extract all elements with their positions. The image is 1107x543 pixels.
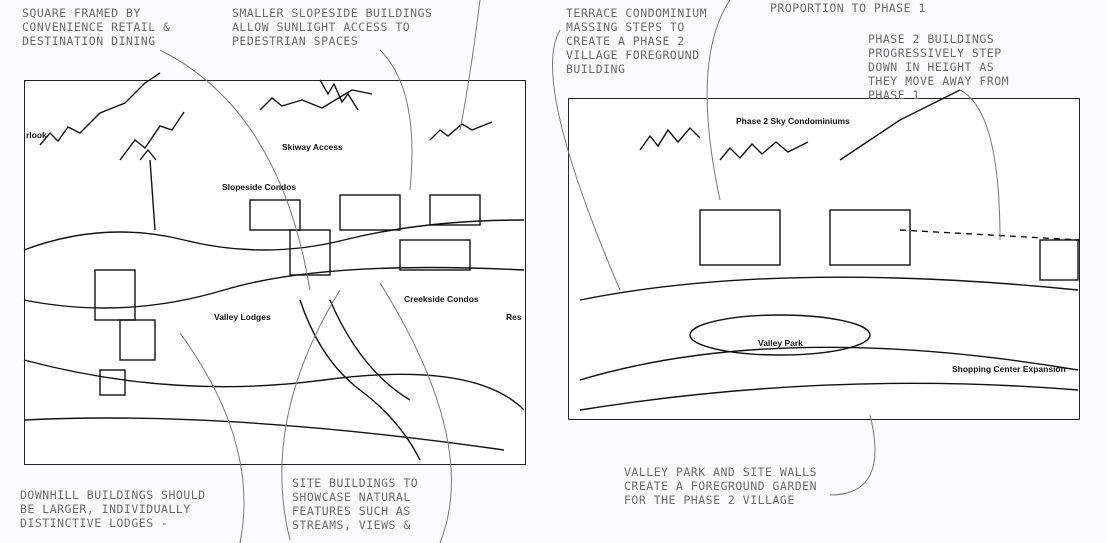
- label-skiway-access: Skiway Access: [282, 142, 343, 152]
- note-site-buildings: SITE BUILDINGS TO SHOWCASE NATURAL FEATU…: [292, 476, 419, 532]
- label-res: Res: [506, 312, 522, 322]
- note-smaller-slopeside: SMALLER SLOPESIDE BUILDINGS ALLOW SUNLIG…: [232, 6, 433, 48]
- label-slopeside-condos: Slopeside Condos: [222, 182, 297, 192]
- label-shopping-center-expansion: Shopping Center Expansion: [952, 364, 1066, 374]
- label-valley-park: Valley Park: [758, 338, 803, 348]
- note-downhill-buildings: DOWNHILL BUILDINGS SHOULD BE LARGER, IND…: [20, 488, 206, 530]
- label-overlook: rlook: [26, 130, 47, 140]
- label-creekside-condos: Creekside Condos: [404, 294, 479, 304]
- note-valley-park: VALLEY PARK AND SITE WALLS CREATE A FORE…: [624, 465, 818, 507]
- note-square-framed: SQUARE FRAMED BY CONVENIENCE RETAIL & DE…: [22, 6, 171, 48]
- label-valley-lodges: Valley Lodges: [214, 312, 271, 322]
- note-terrace-condominium: TERRACE CONDOMINIUM MASSING STEPS TO CRE…: [566, 6, 708, 76]
- left-sketch-panel: [24, 80, 526, 465]
- label-sky-condominiums: Phase 2 Sky Condominiums: [736, 116, 850, 126]
- note-phase2-buildings: PHASE 2 BUILDINGS PROGRESSIVELY STEP DOW…: [868, 32, 1010, 102]
- right-sketch-panel: [568, 98, 1080, 420]
- note-proportion: PROPORTION TO PHASE 1: [770, 1, 926, 15]
